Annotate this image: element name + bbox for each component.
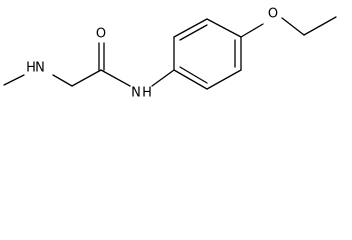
ring-bond-5 (206, 69, 242, 90)
bond-ch2-carbonyl (71, 69, 102, 87)
atom-carbonyl-o: O (96, 27, 106, 42)
ring-bond-2 (173, 18, 208, 38)
atom-amide-n: N (131, 86, 141, 101)
bond-ethyl (303, 16, 337, 36)
atom-ether-o: O (268, 7, 278, 22)
bond-n-ch2 (52, 74, 73, 87)
bond-ether-o-ch2 (281, 17, 305, 36)
ring-bond-3 (206, 18, 242, 38)
bond-methyl-n (3, 74, 25, 86)
bond-carbonyl-amide-n (100, 69, 131, 87)
atom-amine-n: N (35, 61, 45, 76)
bond-amide-n-ring (151, 69, 175, 87)
ring-inner-bond-1 (179, 24, 208, 41)
atom-amide-h: H (142, 86, 152, 101)
molecule-structure: H N O N H O (3, 7, 337, 101)
atom-amine-h: H (26, 61, 36, 76)
ring-bond-6 (173, 69, 208, 90)
structure-canvas: H N O N H O (0, 0, 352, 107)
bond-ring-ether-o (240, 23, 264, 38)
ring-inner-bond-3 (179, 66, 208, 84)
